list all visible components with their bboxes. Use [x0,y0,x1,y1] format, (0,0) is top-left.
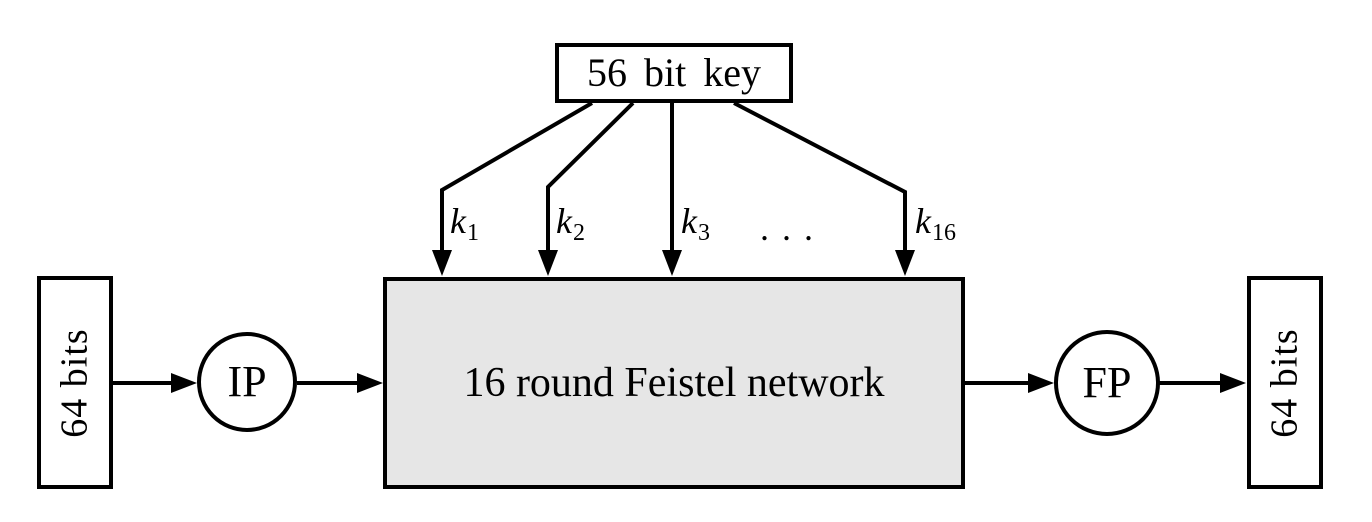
key-arrowhead-k16 [895,250,915,276]
key-arrowhead-k3 [662,250,682,276]
round-key-label-k16: k16 [915,201,956,246]
key-box [555,43,793,103]
round-key-label-k2: k2 [556,201,585,246]
feistel-box [383,277,965,489]
fp-node-label: FP [1082,358,1132,407]
round-key-label-k3: k3 [681,201,710,246]
input-bits-label: 64 bits [37,276,113,489]
feistel-box-label: 16 round Feistel network [463,360,885,406]
fp-circle [1054,330,1160,436]
flow-arrowhead-feistel-to-fp [1028,373,1054,393]
input-bits-label-text: 64 bits [54,327,96,438]
key-line-k16 [733,101,907,253]
flow-arrowhead-fp-to-output [1220,373,1246,393]
output-bits-label: 64 bits [1247,276,1323,489]
output-bits-box [1247,276,1323,489]
key-line-k1 [440,101,594,253]
ip-circle [197,332,297,432]
ellipsis-dots: . . . [760,208,815,248]
round-key-label-k1: k1 [450,201,479,246]
flow-arrowhead-ip-to-feistel [357,373,383,393]
input-bits-box [37,276,113,489]
key-arrowhead-k2 [538,250,558,276]
output-bits-label-text: 64 bits [1264,327,1306,438]
flow-arrowhead-input-to-ip [171,373,197,393]
key-box-label: 56 bit key [587,50,761,95]
ip-node-label: IP [227,357,267,406]
key-line-k2 [546,101,635,253]
key-arrowhead-k1 [432,250,452,276]
